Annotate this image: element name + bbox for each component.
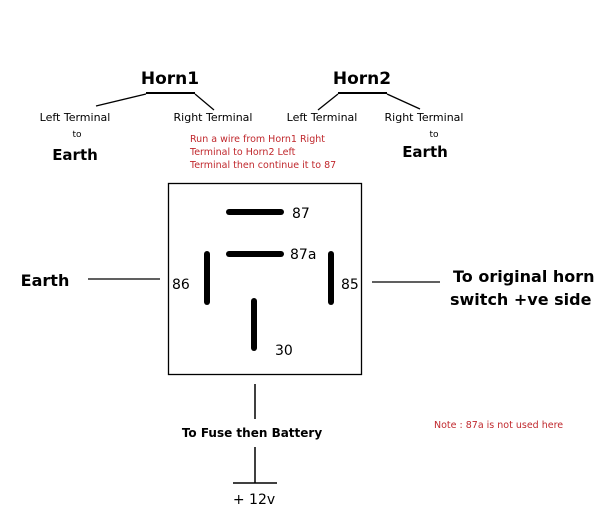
horn1-left-to-label: to bbox=[72, 130, 82, 140]
pin-87a-label: 87a bbox=[290, 247, 316, 263]
pin-30-label: 30 bbox=[275, 343, 293, 359]
horn1-earth-label: Earth bbox=[52, 146, 98, 164]
pin-87-label: 87 bbox=[292, 206, 310, 222]
battery-voltage-label: + 12v bbox=[233, 492, 275, 508]
horn-switch-label-line-2: switch +ve side bbox=[450, 290, 592, 309]
horn1-left-terminal-label: Left Terminal bbox=[40, 111, 111, 124]
instruction-line-1: Run a wire from Horn1 Right bbox=[190, 134, 325, 145]
horn1-title: Horn1 bbox=[141, 69, 199, 89]
horn-switch-label-line-1: To original horn bbox=[453, 267, 595, 286]
horn2-title: Horn2 bbox=[333, 69, 391, 89]
relay-body bbox=[167, 182, 363, 376]
pin-86-label: 86 bbox=[172, 277, 190, 293]
pin-85-label: 85 bbox=[341, 277, 359, 293]
horn2-right-terminal-label: Right Terminal bbox=[385, 111, 464, 124]
horn1-right-terminal-label: Right Terminal bbox=[174, 111, 253, 124]
horn1-right-branch bbox=[194, 93, 215, 111]
horn2-right-branch bbox=[386, 93, 421, 110]
instruction-line-2: Terminal to Horn2 Left bbox=[189, 147, 296, 158]
note-text: Note : 87a is not used here bbox=[434, 420, 563, 431]
horn2-left-terminal-label: Left Terminal bbox=[287, 111, 358, 124]
horn2-right-to-label: to bbox=[429, 130, 439, 140]
instruction-line-3: Terminal then continue it to 87 bbox=[189, 160, 336, 171]
horn2-left-branch bbox=[317, 93, 339, 111]
fuse-battery-label: To Fuse then Battery bbox=[182, 426, 323, 440]
horn2-earth-label: Earth bbox=[402, 143, 448, 161]
horn1-left-branch bbox=[95, 93, 147, 107]
earth-left-label: Earth bbox=[21, 271, 70, 290]
